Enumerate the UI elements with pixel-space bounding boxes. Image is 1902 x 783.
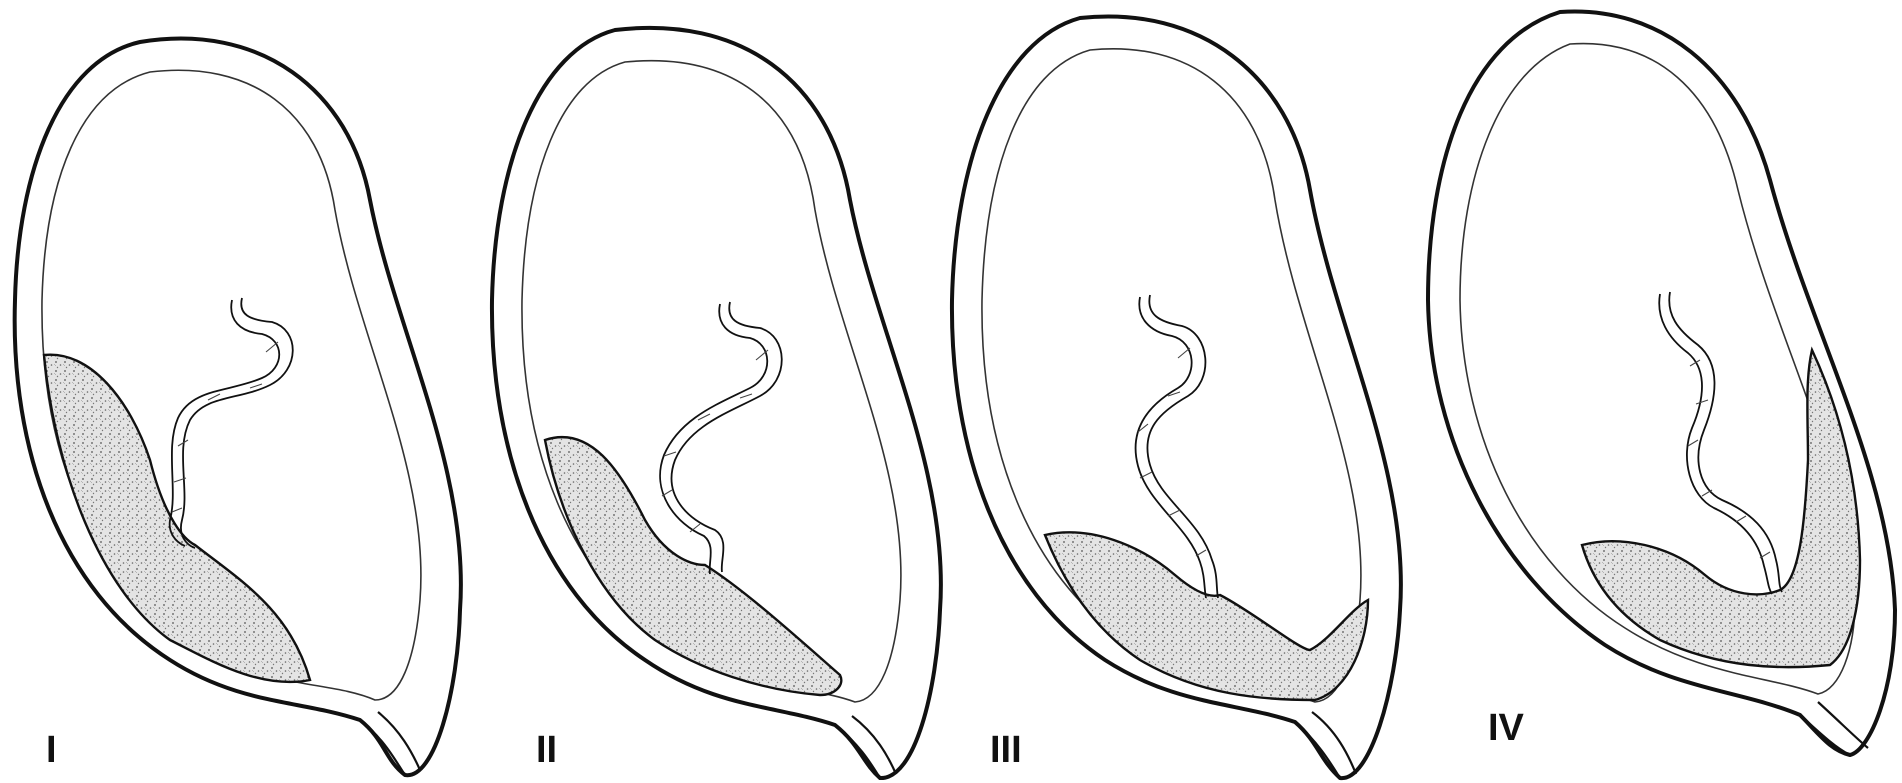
panel-label-4: IV	[1488, 707, 1525, 749]
panel-label-3: III	[990, 729, 1022, 771]
panel-1: I	[15, 39, 461, 776]
panel-3: III	[952, 16, 1401, 778]
panel-label-2: II	[536, 729, 557, 771]
panel-label-1: I	[46, 729, 57, 771]
panel-2: II	[492, 28, 941, 778]
panel-4: IV	[1428, 11, 1895, 755]
